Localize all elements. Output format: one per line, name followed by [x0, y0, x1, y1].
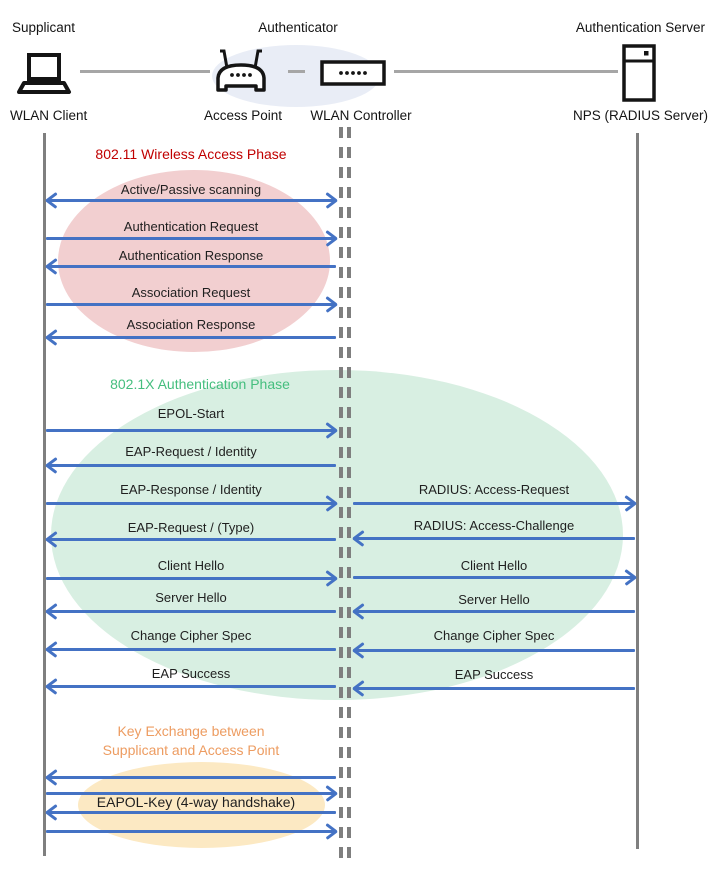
message-arrow-change-cipher-left [45, 642, 337, 657]
message-label-epol-start: EPOL-Start [157, 406, 225, 421]
message-arrow-radius-access-challenge [352, 531, 636, 546]
lifeline-wlan-controller [347, 127, 351, 860]
message-label-scanning: Active/Passive scanning [120, 182, 262, 197]
connector-client-ap [80, 70, 210, 73]
device-wlan-controller-label: WLAN Controller [310, 108, 412, 123]
message-label-eap-request-identity: EAP-Request / Identity [125, 444, 257, 459]
message-label-eapol-key: EAPOL-Key (4-way handshake) [96, 794, 296, 810]
message-arrow-epol-start [45, 423, 337, 438]
message-arrow-eap-request-type [45, 532, 337, 547]
phase3-title: Key Exchange between Supplicant and Acce… [45, 722, 337, 760]
server-icon [622, 44, 656, 102]
message-arrow-assoc-request [45, 297, 337, 312]
message-label-change-cipher-right: Change Cipher Spec [433, 628, 555, 643]
message-arrow-handshake-1 [45, 770, 337, 785]
device-nps-label: NPS (RADIUS Server) [572, 108, 708, 123]
role-supplicant-label: Supplicant [12, 20, 76, 35]
wlan-controller-icon [320, 60, 386, 86]
message-label-assoc-response: Association Response [126, 317, 256, 332]
message-label-client-hello-left: Client Hello [157, 558, 225, 573]
message-arrow-auth-response [45, 259, 337, 274]
message-label-eap-success-left: EAP Success [151, 666, 231, 681]
device-access-point-label: Access Point [203, 108, 283, 123]
message-arrow-auth-request [45, 231, 337, 246]
message-arrow-radius-access-request [352, 496, 636, 511]
access-point-icon [216, 49, 266, 92]
connector-ap-controller [288, 70, 305, 73]
message-label-eap-response-identity: EAP-Response / Identity [120, 482, 262, 497]
role-authenticator-label: Authenticator [258, 20, 338, 35]
message-arrow-handshake-2 [45, 786, 337, 801]
phase1-title: 802.11 Wireless Access Phase [95, 146, 287, 162]
message-arrow-change-cipher-right [352, 643, 636, 658]
message-label-client-hello-right: Client Hello [460, 558, 528, 573]
message-label-server-hello-right: Server Hello [458, 592, 530, 607]
message-label-eap-request-type: EAP-Request / (Type) [127, 520, 255, 535]
message-arrow-client-hello-left [45, 571, 337, 586]
message-label-change-cipher-left: Change Cipher Spec [130, 628, 252, 643]
message-arrow-handshake-4 [45, 824, 337, 839]
phase3-title-line2: Supplicant and Access Point [102, 742, 280, 758]
message-arrow-handshake-3 [45, 805, 337, 820]
message-arrow-server-hello-right [352, 604, 636, 619]
laptop-icon [17, 53, 71, 94]
message-label-server-hello-left: Server Hello [155, 590, 227, 605]
message-label-eap-success-right: EAP Success [454, 667, 534, 682]
message-arrow-eap-success-right [352, 681, 636, 696]
message-label-auth-response: Authentication Response [118, 248, 264, 263]
message-arrow-assoc-response [45, 330, 337, 345]
message-label-auth-request: Authentication Request [123, 219, 259, 234]
message-arrow-eap-success-left [45, 679, 337, 694]
role-authentication-server-label: Authentication Server [575, 20, 705, 35]
phase2-ellipse [51, 370, 623, 700]
phase2-title: 802.1X Authentication Phase [110, 376, 290, 392]
message-label-radius-access-challenge: RADIUS: Access-Challenge [413, 518, 575, 533]
message-arrow-scanning [45, 193, 337, 208]
device-wlan-client-label: WLAN Client [10, 108, 88, 123]
lifeline-wlan-client [43, 133, 46, 856]
message-label-assoc-request: Association Request [131, 285, 251, 300]
message-arrow-server-hello-left [45, 604, 337, 619]
connector-controller-server [394, 70, 618, 73]
lifeline-nps [636, 133, 639, 849]
lifeline-access-point [339, 127, 343, 860]
message-arrow-client-hello-right [352, 570, 636, 585]
message-arrow-eap-request-identity [45, 458, 337, 473]
message-arrow-eap-response-identity [45, 496, 337, 511]
phase3-title-line1: Key Exchange between [117, 723, 265, 739]
message-label-radius-access-request: RADIUS: Access-Request [418, 482, 570, 497]
